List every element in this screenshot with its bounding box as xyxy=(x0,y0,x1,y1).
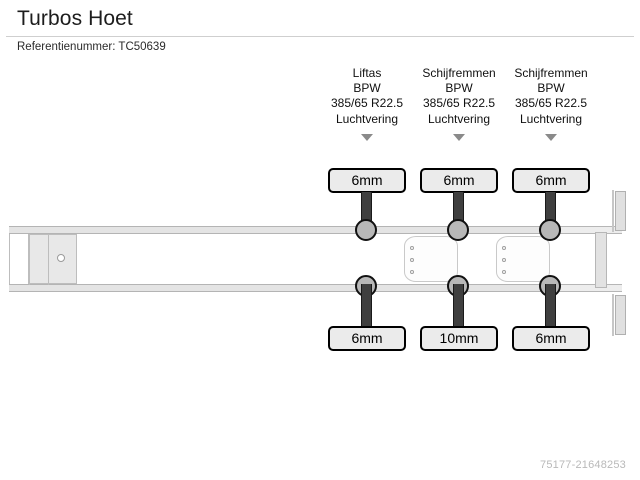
axle-3-shaft-upper xyxy=(545,192,556,234)
rear-stem-bottom xyxy=(612,294,614,336)
axle-1-hub-top xyxy=(355,219,377,241)
axle-2-tyre-size: 385/65 R22.5 xyxy=(422,96,496,111)
axle-2-shaft-upper xyxy=(453,192,464,234)
axle-label-3: Schijfremmen BPW 385/65 R22.5 Luchtverin… xyxy=(496,66,606,127)
rear-bumper-tab-bottom xyxy=(615,295,626,335)
tread-box-axle-2-top: 6mm xyxy=(420,168,498,193)
axle-1-shaft-upper xyxy=(361,192,372,234)
tread-box-axle-2-bottom: 10mm xyxy=(420,326,498,351)
axle-3-tyre-size: 385/65 R22.5 xyxy=(514,96,588,111)
axle-1-brand: BPW xyxy=(353,81,381,96)
axle-3-type: Schijfremmen xyxy=(514,66,588,80)
rear-crossbar-bottom xyxy=(560,284,622,292)
axle-1-tyre-size: 385/65 R22.5 xyxy=(330,96,404,111)
watermark-id: 75177-21648253 xyxy=(540,459,626,471)
kingpin-icon xyxy=(57,254,65,262)
bracket-1-holes xyxy=(410,246,418,274)
axle-3-shaft-lower xyxy=(545,284,556,328)
rear-crossbar-top xyxy=(560,226,622,234)
axle-1-shaft-lower xyxy=(361,284,372,328)
rear-bumper-tab-top xyxy=(615,191,626,231)
axle-label-1: Liftas BPW 385/65 R22.5 Luchtvering xyxy=(312,66,422,127)
tread-box-axle-1-top: 6mm xyxy=(328,168,406,193)
suspension-bracket-2 xyxy=(496,236,550,282)
bracket-2-holes xyxy=(502,246,510,274)
page-header: Turbos Hoet Referentienummer: TC50639 xyxy=(0,0,640,60)
axle-1-pointer-icon xyxy=(361,134,373,141)
rear-post xyxy=(595,232,607,288)
axle-3-suspension: Luchtvering xyxy=(519,111,583,126)
axle-3-pointer-icon xyxy=(545,134,557,141)
front-slot xyxy=(9,234,29,284)
header-divider xyxy=(6,36,634,37)
axle-1-suspension: Luchtvering xyxy=(335,111,399,126)
page-title: Turbos Hoet xyxy=(17,7,133,30)
axle-2-pointer-icon xyxy=(453,134,465,141)
axle-3-hub-top xyxy=(539,219,561,241)
axle-2-hub-top xyxy=(447,219,469,241)
suspension-bracket-1 xyxy=(404,236,458,282)
chassis-rail-top xyxy=(9,226,609,234)
axle-1-type: Liftas xyxy=(352,66,382,80)
reference-number: Referentienummer: TC50639 xyxy=(17,41,166,53)
axle-2-suspension: Luchtvering xyxy=(427,111,491,126)
tread-box-axle-3-top: 6mm xyxy=(512,168,590,193)
axle-2-brand: BPW xyxy=(445,81,473,96)
axle-2-shaft-lower xyxy=(453,284,464,328)
rear-stem-top xyxy=(612,190,614,232)
tread-box-axle-1-bottom: 6mm xyxy=(328,326,406,351)
axle-label-2: Schijfremmen BPW 385/65 R22.5 Luchtverin… xyxy=(404,66,514,127)
tread-box-axle-3-bottom: 6mm xyxy=(512,326,590,351)
chassis-rail-bottom xyxy=(9,284,609,292)
axle-3-brand: BPW xyxy=(537,81,565,96)
axle-2-type: Schijfremmen xyxy=(422,66,496,80)
